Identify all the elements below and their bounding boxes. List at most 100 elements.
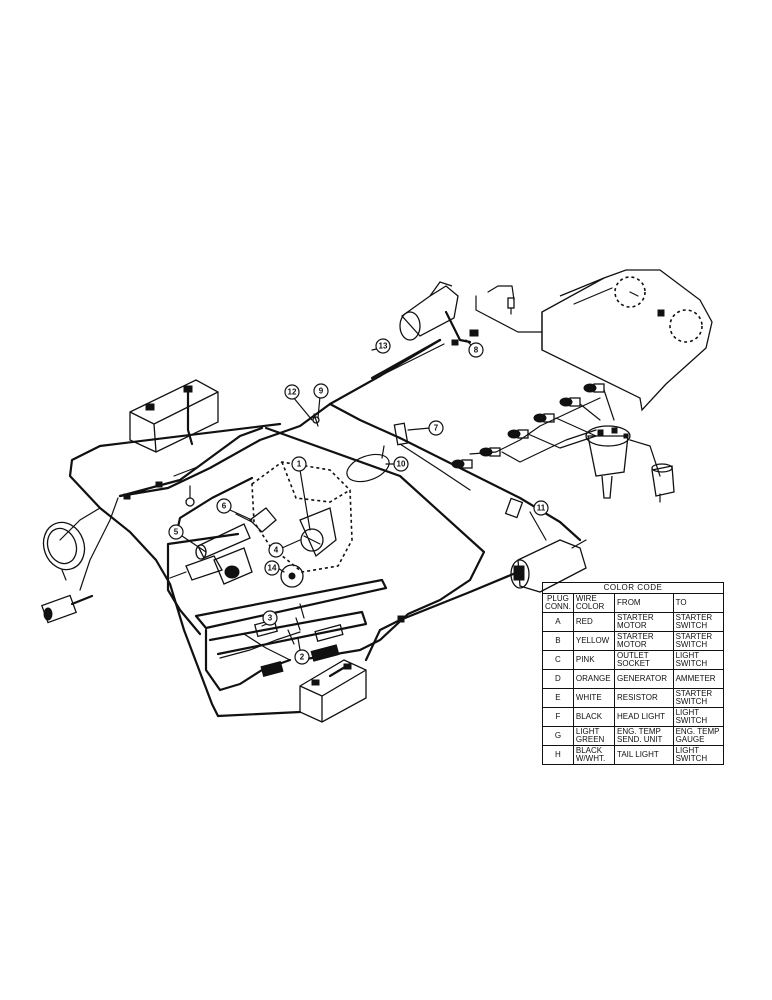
cell-to: AMMETER	[672, 669, 725, 689]
test-lamp	[507, 297, 515, 315]
table-row: A RED STARTER MOTOR STARTER SWITCH	[542, 612, 725, 632]
cell-wire: WHITE	[572, 688, 616, 708]
cell-from: STARTER MOTOR	[614, 631, 674, 651]
cell-from: RESISTOR	[614, 688, 674, 708]
callout-14: 14	[264, 560, 285, 576]
cell-from: TAIL LIGHT	[614, 745, 674, 765]
header-from: FROM	[614, 593, 674, 613]
callout-7: 7	[407, 420, 444, 436]
starter-switch	[169, 547, 253, 585]
svg-text:8: 8	[474, 346, 479, 355]
callout-11: 11	[529, 500, 549, 541]
cell-plug: D	[542, 669, 574, 689]
callout-10: 10	[385, 456, 409, 472]
tail-light	[40, 594, 94, 624]
cell-to: LIGHT SWITCH	[672, 707, 725, 727]
callout-2: 2	[294, 637, 310, 665]
cell-wire: LIGHT GREEN	[572, 726, 616, 746]
cell-plug: C	[542, 650, 574, 670]
callout-3: 3	[261, 610, 278, 627]
header-to: TO	[672, 593, 725, 613]
cell-wire: RED	[572, 612, 616, 632]
spark-plugs	[451, 383, 615, 469]
battery-upper	[129, 379, 219, 453]
gauge-14	[280, 564, 304, 588]
svg-text:2: 2	[300, 653, 305, 662]
cell-wire: BLACK W/WHT.	[572, 745, 616, 765]
cell-to: ENG. TEMP GAUGE	[672, 726, 725, 746]
panel-wire	[475, 285, 543, 333]
ground-strap	[185, 485, 195, 507]
distributor	[585, 425, 661, 499]
cell-wire: ORANGE	[572, 669, 616, 689]
cell-from: GENERATOR	[614, 669, 674, 689]
gauge-1	[300, 528, 324, 552]
table-row: C PINK OUTLET SOCKET LIGHT SWITCH	[542, 650, 725, 670]
header-plug: PLUG CONN.	[542, 593, 574, 613]
cell-from: OUTLET SOCKET	[614, 650, 674, 670]
table-row: H BLACK W/WHT. TAIL LIGHT LIGHT SWITCH	[542, 745, 725, 765]
color-code-header-row: PLUG CONN. WIRE COLOR FROM TO	[542, 593, 725, 613]
cell-from: HEAD LIGHT	[614, 707, 674, 727]
table-row: G LIGHT GREEN ENG. TEMP SEND. UNIT ENG. …	[542, 726, 725, 746]
callout-4: 4	[268, 539, 301, 558]
svg-text:5: 5	[174, 528, 179, 537]
part-7-switch	[393, 422, 471, 491]
part-6-light	[235, 507, 277, 533]
svg-text:13: 13	[379, 342, 388, 351]
svg-text:9: 9	[319, 387, 324, 396]
table-row: F BLACK HEAD LIGHT LIGHT SWITCH	[542, 707, 725, 727]
cell-plug: F	[542, 707, 574, 727]
svg-text:14: 14	[268, 564, 277, 573]
instrument-panel	[541, 269, 713, 412]
cell-plug: H	[542, 745, 574, 765]
svg-text:7: 7	[434, 424, 439, 433]
color-code-title: COLOR CODE	[542, 582, 724, 593]
ignition-coil	[651, 463, 675, 503]
svg-text:10: 10	[397, 460, 406, 469]
svg-text:11: 11	[537, 504, 546, 513]
wire-loop-10	[346, 453, 390, 483]
lower-harness	[194, 578, 388, 692]
cell-from: STARTER MOTOR	[614, 612, 674, 632]
color-code-table: COLOR CODE PLUG CONN. WIRE COLOR FROM TO…	[542, 582, 725, 765]
callout-6: 6	[216, 498, 253, 521]
frame-wire-left	[68, 422, 302, 718]
cell-to: STARTER SWITCH	[672, 631, 725, 651]
battery-lower	[299, 659, 367, 723]
svg-text:3: 3	[268, 614, 273, 623]
svg-text:6: 6	[222, 502, 227, 511]
table-row: E WHITE RESISTOR STARTER SWITCH	[542, 688, 725, 708]
cell-wire: YELLOW	[572, 631, 616, 651]
callout-8: 8	[465, 339, 484, 358]
callout-12: 12	[284, 384, 313, 421]
small-switch	[451, 329, 479, 346]
cell-plug: E	[542, 688, 574, 708]
cell-to: STARTER SWITCH	[672, 688, 725, 708]
callout-1: 1	[291, 456, 311, 531]
battery-generator-wire	[364, 570, 520, 662]
header-wire: WIRE COLOR	[572, 593, 616, 613]
svg-text:12: 12	[288, 388, 297, 397]
cell-plug: B	[542, 631, 574, 651]
cell-wire: PINK	[572, 650, 616, 670]
cell-to: LIGHT SWITCH	[672, 650, 725, 670]
svg-text:4: 4	[274, 546, 279, 555]
cell-plug: G	[542, 726, 574, 746]
table-row: B YELLOW STARTER MOTOR STARTER SWITCH	[542, 631, 725, 651]
cell-wire: BLACK	[572, 707, 616, 727]
cell-from: ENG. TEMP SEND. UNIT	[614, 726, 674, 746]
cell-to: LIGHT SWITCH	[672, 745, 725, 765]
starter-top	[399, 281, 472, 344]
svg-text:1: 1	[297, 460, 302, 469]
table-row: D ORANGE GENERATOR AMMETER	[542, 669, 725, 689]
callout-13: 13	[371, 338, 391, 354]
central-frame-wire	[264, 426, 486, 662]
callout-9: 9	[313, 383, 329, 419]
cell-to: STARTER SWITCH	[672, 612, 725, 632]
callout-5: 5	[168, 524, 207, 553]
part-5-cylinder	[195, 523, 251, 560]
cell-plug: A	[542, 612, 574, 632]
head-light	[42, 521, 86, 581]
